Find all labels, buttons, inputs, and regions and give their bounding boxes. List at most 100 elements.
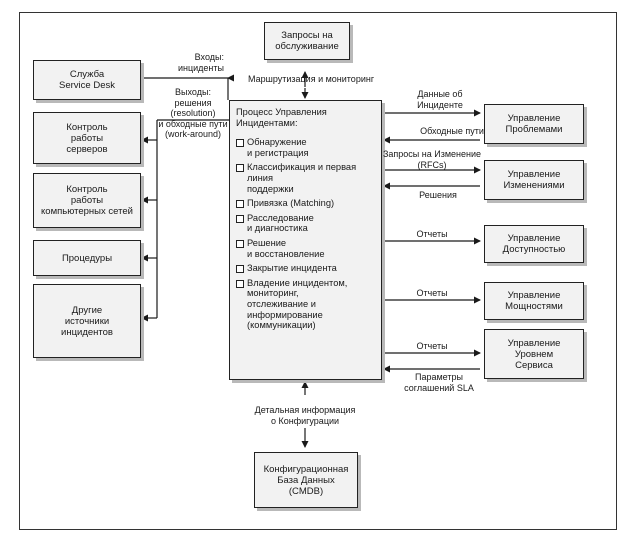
box-line: компьютерных сетей [41,206,133,217]
box-line: Мощностями [505,301,563,312]
label-line: Детальная информация [254,405,356,415]
step-line: мониторинг, [247,288,299,299]
requests-box-line: обслуживание [275,41,339,52]
rfc-label: Запросы на Изменение(RFCs) [382,149,482,170]
box-line: База Данных [277,474,335,486]
label-line: Выходы: [175,87,211,97]
routing-label: Маршрутизация и мониторинг [248,74,375,85]
box-line: Управление [507,233,561,244]
step-line: и регистрация [247,147,309,158]
box-line: работы [70,132,104,144]
step-line: Классификация и первая линия [247,162,357,183]
step-line: Закрытие инцидента [247,263,337,274]
label-line: Отчеты [416,229,448,239]
box-line: Управление [507,169,561,180]
checkbox-icon [236,265,244,274]
box-line: источники [64,315,110,327]
label-line: Отчеты [416,288,448,298]
label-line: о Конфигурации [270,415,340,426]
step-line: Решение [247,237,287,248]
label-line: Маршрутизация и мониторинг [248,74,375,84]
label-line: Обходные пути [420,126,484,136]
box-line: Доступностью [502,244,566,255]
incident-process-box: Процесс Управления Инцидентами: Обнаруже… [229,100,382,380]
step-line: Обнаружение [247,137,307,148]
checkbox-icon [236,164,244,173]
requests-box-line: Запросы на [281,30,333,41]
process-title-line: Процесс Управления [236,107,327,117]
box-line: работы [70,195,104,206]
label-line: Данные об [417,89,463,99]
box-line: Другие [71,304,103,316]
step-line: (коммуникации) [247,320,316,331]
reports-label: Отчеты [402,288,462,299]
label-line: Параметры [415,372,463,382]
label-line: (resolution) [170,108,216,118]
step-line: и диагностика [247,223,308,234]
box-line: Сервиса [515,359,553,371]
label-line: Запросы на Изменение [382,149,482,159]
diagram-frame [19,12,617,530]
label-line: Отчеты [416,341,448,351]
box-line: Service Desk [59,80,115,91]
box-line: Проблемами [505,124,563,135]
checkbox-icon [236,200,244,209]
decisions-label: Решения [408,190,468,201]
step-line: Привязка (Matching) [247,198,335,209]
label-line: решения [174,97,212,108]
label-line: Решения [419,190,457,200]
box-line: инцидентов [61,326,113,338]
inputs-label: Входы:инциденты [162,52,224,73]
label-line: (RFCs) [417,159,447,170]
process-step: Привязка (Matching) [236,198,377,209]
outputs-label: Выходы:решения(resolution)и обходные пут… [158,87,228,140]
process-title-line: Инцидентами: [236,117,298,128]
step-line: Владение инцидентом, [247,277,348,288]
box-line: Контроль [66,121,108,133]
process-step: Закрытие инцидента [236,263,377,274]
step-line: и восстановление [247,248,325,259]
step-line: поддержки [247,183,294,194]
reports-label: Отчеты [402,341,462,352]
box-line: Управление [507,337,561,349]
box-line: Контроль [66,184,108,195]
label-line: (work-around) [164,129,222,139]
box-line: Управление [507,113,561,124]
checkbox-icon [236,279,244,288]
step-line: Расследование [247,212,314,223]
workarounds-label: Обходные пути [414,126,490,137]
process-title: Процесс Управления Инцидентами: [236,107,377,128]
checkbox-icon [236,139,244,148]
step-line: информирование [247,309,323,320]
box-line: Конфигурационная [263,463,349,475]
box-line: (CMDB) [288,485,324,497]
box-line: Управление [507,290,561,301]
box-line: Процедуры [61,252,113,264]
reports-label: Отчеты [402,229,462,240]
label-line: Инциденте [417,99,463,110]
label-line: соглашений SLA [404,382,474,393]
box-line: Уровнем [514,348,554,360]
checkbox-icon [236,214,244,223]
box-line: серверов [66,143,108,155]
box-line: Изменениями [503,180,565,191]
process-step: Владение инцидентом,мониторинг,отслежива… [236,278,377,331]
procedures-box: Процедуры [33,240,141,276]
